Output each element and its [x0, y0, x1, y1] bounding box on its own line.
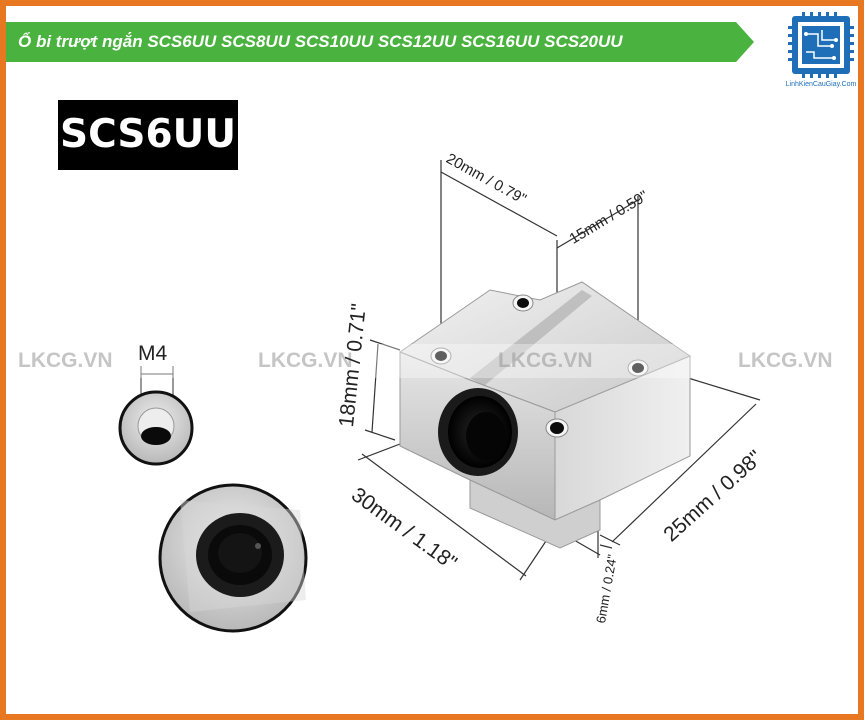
model-label: SCS6UU	[58, 100, 238, 170]
watermark-text: LKCG.VN	[18, 349, 113, 372]
linear-bearing-block-icon	[398, 281, 691, 549]
circuit-board-logo-icon	[788, 12, 854, 78]
banner-title: Ổ bi trượt ngắn SCS6UU SCS8UU SCS10UU SC…	[18, 32, 623, 51]
watermark-text: LKCG.VN	[258, 349, 353, 372]
screw-size-label: M4	[138, 342, 168, 365]
watermark-text: LKCG.VN	[498, 349, 593, 372]
m4-hole-icon	[118, 366, 194, 466]
logo-caption: LinhKienCauGiay.Com	[785, 81, 857, 88]
watermark-band	[6, 344, 858, 378]
watermark-text: LKCG.VN	[738, 349, 833, 372]
bearing-closeup-icon	[158, 483, 308, 633]
title-banner	[6, 22, 754, 62]
